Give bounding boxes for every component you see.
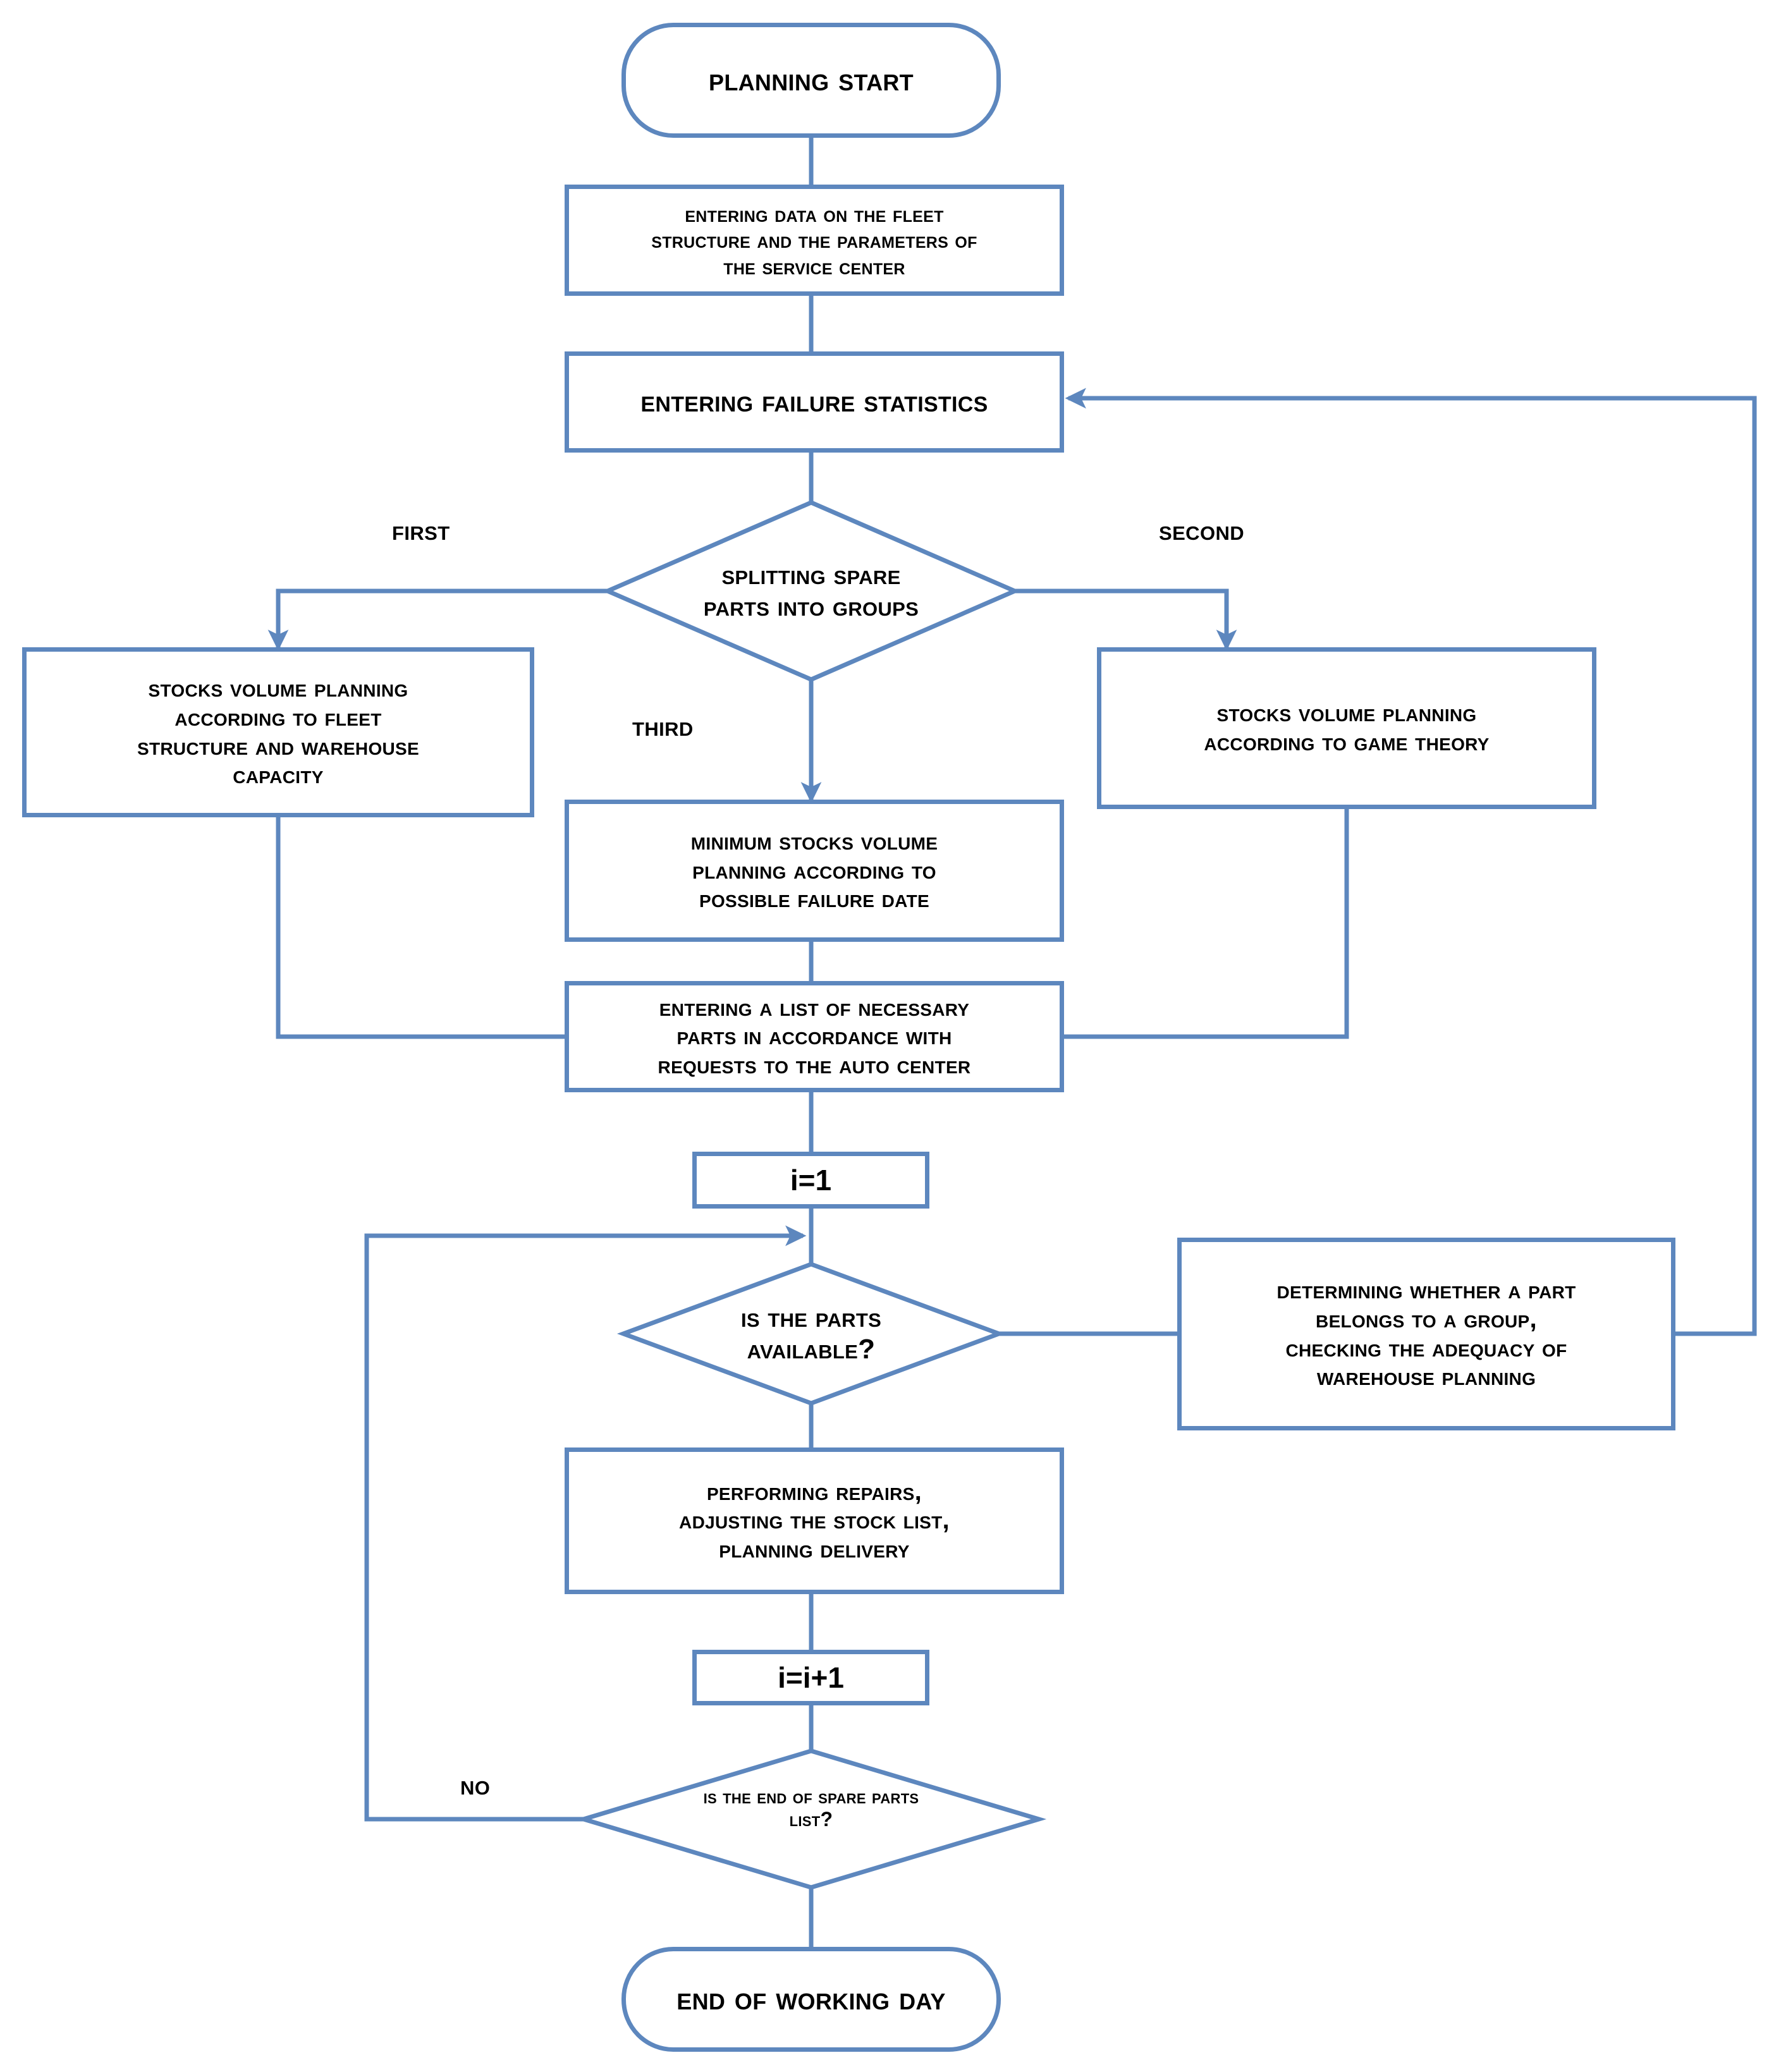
- node-entering-list-of-necessary-parts[interactable]: Entering a list of necessary parts in ac…: [565, 981, 1064, 1092]
- edge-second-branch: [1015, 588, 1237, 651]
- edge-right-box-to-entering-list: [1062, 809, 1349, 1039]
- node-entering-list-of-necessary-parts-label: Entering a list of necessary parts in ac…: [658, 993, 971, 1079]
- node-i-equals-1[interactable]: i=1: [692, 1152, 929, 1209]
- edge-determining-to-failure-stats: [1065, 387, 1757, 1336]
- node-determining-part-group-label: Determining whether a part belongs to a …: [1276, 1276, 1576, 1391]
- edge-label-no: No: [460, 1770, 491, 1801]
- node-entering-fleet-data[interactable]: Entering data on the fleet structure and…: [565, 185, 1064, 296]
- node-stocks-volume-fleet-structure[interactable]: Stocks volume planning according to flee…: [22, 647, 534, 817]
- node-entering-failure-statistics-label: Entering failure statistics: [640, 384, 988, 418]
- node-stocks-volume-fleet-structure-label: Stocks volume planning according to flee…: [137, 674, 420, 789]
- edge-label-third: Third: [632, 711, 694, 742]
- node-determining-part-group[interactable]: Determining whether a part belongs to a …: [1177, 1238, 1675, 1430]
- node-stocks-volume-game-theory[interactable]: Stocks volume Planning According to Game…: [1097, 647, 1596, 809]
- node-planning-start-label: Planning start: [709, 61, 914, 99]
- shape-parts-available-diamond: [616, 1262, 1006, 1406]
- edge-no-loop-back: [364, 1225, 807, 1822]
- node-minimum-stocks-volume-planning[interactable]: Minimum stocks volume planning according…: [565, 800, 1064, 942]
- edge-label-first: First: [392, 515, 450, 546]
- node-planning-start[interactable]: Planning start: [621, 23, 1001, 138]
- node-i-equals-i-plus-1[interactable]: i=i+1: [692, 1650, 929, 1705]
- shape-splitting-diamond: [602, 500, 1020, 682]
- node-end-of-working-day[interactable]: End of working day: [621, 1947, 1001, 2052]
- node-i-equals-1-label: i=1: [790, 1163, 832, 1197]
- node-performing-repairs[interactable]: Performing repairs, adjusting the stock …: [565, 1447, 1064, 1594]
- node-stocks-volume-game-theory-label: Stocks volume Planning According to Game…: [1204, 699, 1490, 756]
- node-entering-failure-statistics[interactable]: Entering failure statistics: [565, 351, 1064, 453]
- node-minimum-stocks-volume-planning-label: Minimum stocks volume planning according…: [690, 827, 938, 913]
- node-performing-repairs-label: Performing repairs, adjusting the stock …: [679, 1477, 950, 1563]
- node-i-equals-i-plus-1-label: i=i+1: [778, 1661, 844, 1694]
- node-entering-fleet-data-label: Entering data on the fleet structure and…: [651, 201, 977, 279]
- shape-end-of-list-diamond: [575, 1748, 1047, 1890]
- edge-left-box-to-entering-list: [276, 817, 566, 1039]
- node-end-of-working-day-label: End of working day: [676, 1980, 946, 2018]
- edge-label-second: Second: [1159, 515, 1245, 546]
- edge-first-branch: [267, 588, 608, 651]
